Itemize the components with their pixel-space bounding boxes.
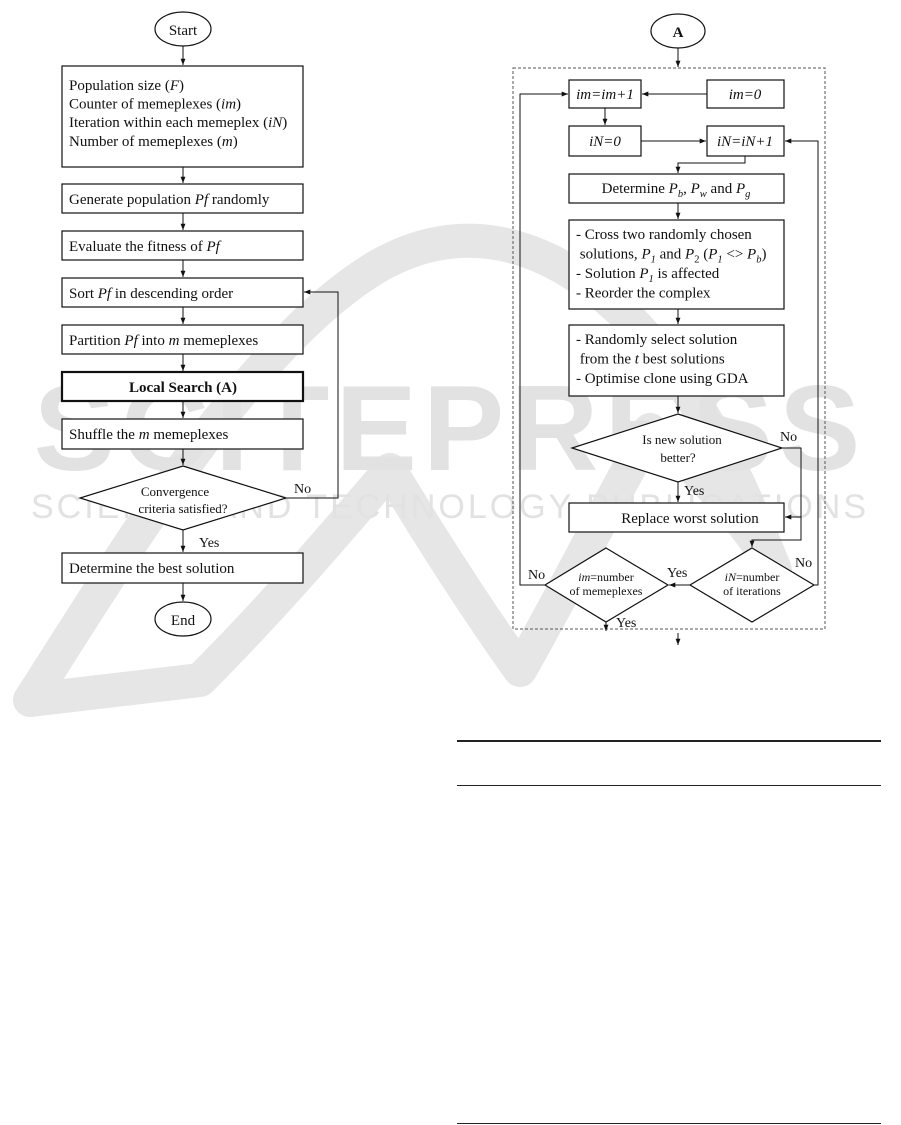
- start-label: Start: [169, 23, 198, 39]
- right-flowchart: A im=im+1 im=0 iN=0 iN=iN+1 Determine Pb…: [512, 13, 826, 645]
- connector-a-label: A: [673, 25, 684, 41]
- determine-box: [568, 173, 785, 204]
- convergence-no-label: No: [294, 482, 311, 497]
- end-terminal: [154, 601, 212, 637]
- table-bottom-rule: [457, 1123, 881, 1124]
- local-search-frame: [512, 67, 826, 630]
- partition-text: Partition Pf into m memeplexes: [69, 333, 258, 349]
- better-line-1: Is new solution: [642, 432, 722, 447]
- table-header-rule: [457, 785, 881, 786]
- im-increment-text: im=im+1: [576, 87, 634, 103]
- params-text: Population size (F)Counter of memeplexes…: [69, 78, 287, 150]
- random-select-text: - Randomly select solution from the t be…: [576, 332, 749, 387]
- im-no-label: No: [528, 568, 545, 583]
- replace-box: [568, 502, 785, 533]
- generate-text: Generate population Pf randomly: [69, 192, 270, 208]
- partition-box: [61, 324, 304, 355]
- im-yes-label: Yes: [616, 616, 636, 631]
- left-flowchart: Start Population size (F)Counter of meme…: [60, 11, 339, 637]
- end-label: End: [171, 613, 196, 629]
- cross-box: [568, 219, 785, 310]
- params-box: [61, 65, 304, 168]
- replace-text: Replace worst solution: [621, 511, 759, 527]
- im-increment-box: [568, 79, 642, 109]
- evaluate-box: [61, 230, 304, 261]
- determine-text: Determine Pb, Pw and Pg: [602, 181, 751, 200]
- in-zero-text: iN=0: [589, 134, 621, 150]
- convergence-line-1: Convergence: [141, 484, 210, 499]
- shuffle-text: Shuffle the m memeplexes: [69, 427, 228, 443]
- table-top-rule: [457, 740, 881, 742]
- sort-box: [61, 277, 304, 308]
- convergence-yes-label: Yes: [199, 536, 219, 551]
- in-yes-label: Yes: [667, 566, 687, 581]
- im-zero-box: [706, 79, 785, 109]
- local-search-box: [60, 370, 305, 403]
- sort-text: Sort Pf in descending order: [69, 286, 233, 302]
- left-connectors: [180, 46, 339, 601]
- in-decision: [688, 547, 816, 623]
- in-increment-text: iN=iN+1: [717, 134, 773, 150]
- local-search-text: Local Search (A): [129, 380, 237, 396]
- evaluate-text: Evaluate the fitness of Pf: [69, 239, 222, 255]
- im-zero-text: im=0: [729, 87, 762, 103]
- better-no-label: No: [780, 430, 797, 445]
- watermark-swoosh: [13, 223, 792, 717]
- better-yes-label: Yes: [684, 484, 704, 499]
- cross-text: - Cross two randomly chosen solutions, P…: [576, 227, 766, 302]
- better-decision: [570, 413, 784, 483]
- random-select-box: [568, 324, 785, 397]
- best-solution-box: [61, 552, 304, 584]
- in-increment-box: [706, 125, 785, 157]
- convergence-line-2: criteria satisfied?: [138, 501, 227, 516]
- better-line-2: better?: [660, 450, 696, 465]
- in-no-label: No: [795, 556, 812, 571]
- best-solution-text: Determine the best solution: [69, 561, 235, 577]
- in-zero-box: [568, 125, 642, 157]
- right-connectors: [519, 48, 819, 645]
